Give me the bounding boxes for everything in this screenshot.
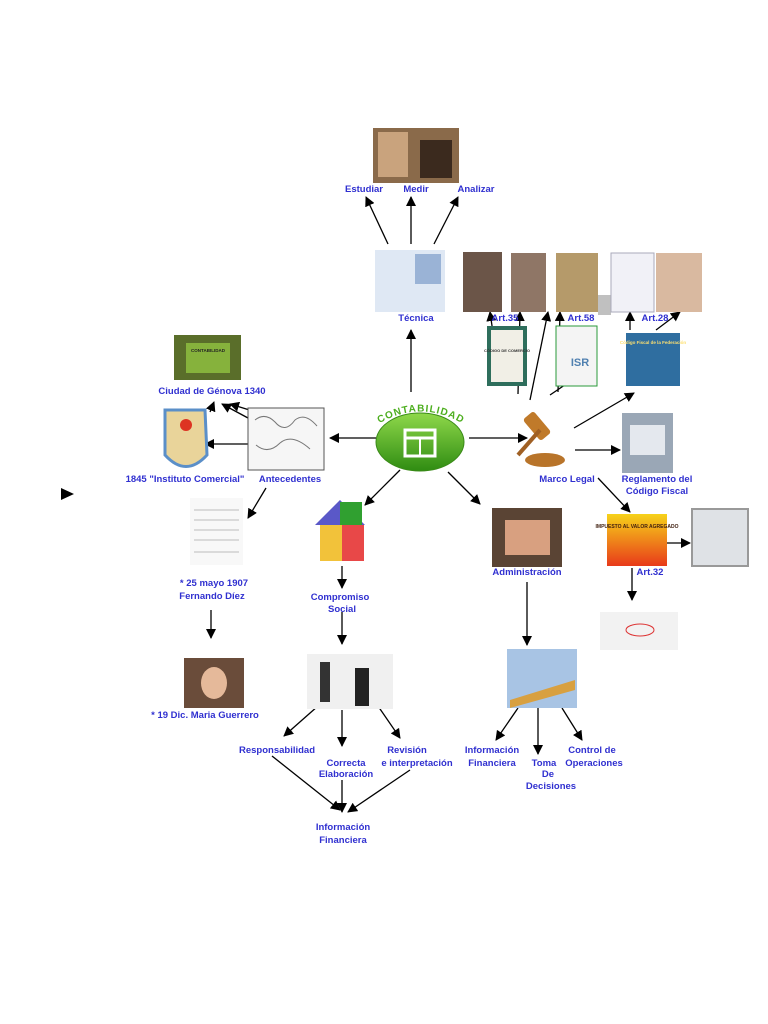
isr-text: ISR: [571, 357, 589, 369]
connector-arrow: [206, 401, 216, 413]
label-administracion: Administración: [492, 567, 561, 578]
connector-arrow: [573, 392, 635, 429]
connector-arrow: [364, 469, 401, 506]
label-correcta-1: Correcta: [326, 758, 366, 769]
gavel-image: [516, 412, 565, 467]
photo-art35-b: [511, 253, 546, 312]
connector-arrow: [433, 196, 459, 245]
connector-arrow: [377, 705, 401, 739]
photo-art58-money: [556, 253, 598, 312]
label-reglamento-2: Código Fiscal: [626, 486, 688, 497]
connector-arrow: [347, 769, 411, 813]
connector-arrow: [655, 311, 681, 331]
gray-block: [598, 295, 611, 315]
label-compromiso-2: Social: [328, 604, 356, 615]
label-medir: Medir: [403, 184, 429, 195]
iva-text: IMPUESTO AL VALOR AGREGADO: [596, 524, 679, 530]
label-revision-2: e interpretación: [381, 758, 452, 769]
shield-image: [163, 408, 209, 468]
images: CÓDIGO DE COMERCIO ISR Código Fiscal de …: [163, 128, 749, 709]
connector-arrow: [561, 707, 583, 741]
antecedentes-cartoon: [247, 407, 325, 471]
label-art28: Art.28: [642, 313, 669, 324]
label-toma-2: De: [542, 769, 554, 780]
label-art32: Art.32: [637, 567, 664, 578]
label-responsabilidad: Responsabilidad: [239, 745, 315, 756]
document-stamp-image: [600, 612, 678, 650]
label-info-admin-1: Información: [465, 745, 520, 756]
label-control-1: Control de: [568, 745, 616, 756]
label-toma-3: Decisiones: [526, 781, 576, 792]
label-info-fin-2: Financiera: [319, 835, 367, 846]
connector-arrow: [529, 311, 552, 401]
label-estudiar: Estudiar: [345, 184, 383, 195]
reglamento-cff-book: [691, 508, 749, 567]
label-info-fin-1: Información: [316, 822, 371, 833]
label-revision-1: Revisión: [387, 745, 427, 756]
label-toma-1: Toma: [532, 758, 557, 769]
connector-arrow: [365, 196, 389, 245]
codigo-fiscal-book: [626, 333, 680, 386]
connector-arrow: [495, 707, 519, 741]
label-art35: Art.35: [492, 313, 520, 324]
connector-arrow: [597, 477, 631, 513]
connector-arrow: [247, 487, 267, 519]
label-genova: Ciudad de Génova 1340: [158, 386, 265, 397]
photo-art28-b: [656, 253, 702, 312]
label-tecnica: Técnica: [398, 313, 434, 324]
label-instituto: 1845 "Instituto Comercial": [126, 474, 245, 485]
label-fernando-2: Fernando Díez: [179, 591, 245, 602]
labels: Estudiar Medir Analizar Técnica Art.35 A…: [126, 184, 693, 846]
photo-art28-a: [610, 252, 655, 313]
label-antecedentes: Antecedentes: [259, 474, 321, 485]
label-info-admin-2: Financiera: [468, 758, 516, 769]
label-correcta-2: Elaboración: [319, 769, 374, 780]
connector-arrow: [283, 705, 319, 737]
contabilidad-book-text: CONTABILIDAD: [191, 348, 226, 353]
iva-book: [607, 514, 667, 566]
meeting-photo: [307, 654, 393, 709]
label-reglamento-1: Reglamento del: [622, 474, 693, 485]
label-control-2: Operaciones: [565, 758, 623, 769]
codigo-fiscal-text: Código Fiscal de la Federación: [620, 340, 687, 345]
puzzle-house-image: [315, 500, 365, 561]
label-fernando-1: * 25 mayo 1907: [180, 578, 248, 589]
play-triangle-icon: [61, 488, 74, 500]
label-analizar: Analizar: [458, 184, 495, 195]
isr-book: [555, 325, 598, 387]
label-art58: Art.58: [568, 313, 595, 324]
label-maria: * 19 Dic. Maria Guerrero: [151, 710, 259, 721]
label-compromiso-1: Compromiso: [311, 592, 370, 603]
form-document: [190, 498, 243, 565]
photo-art35-a: [463, 252, 502, 312]
connector-arrow: [447, 471, 481, 505]
connector-arrow: [271, 755, 341, 811]
label-marco-legal: Marco Legal: [539, 474, 594, 485]
codigo-comercio-text: CÓDIGO DE COMERCIO: [484, 348, 530, 353]
